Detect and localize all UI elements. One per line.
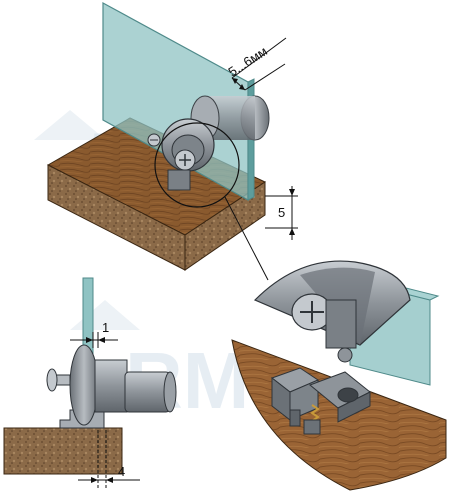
hinge-clamp bbox=[147, 118, 215, 191]
leader-line bbox=[224, 196, 269, 281]
side-hinge-body bbox=[94, 359, 128, 413]
dim-gap-top-label: 1 bbox=[102, 320, 109, 335]
side-chipboard bbox=[3, 427, 123, 475]
dim-edge-height-label: 5 bbox=[278, 205, 285, 220]
mount-block bbox=[167, 169, 191, 191]
dim-glass-thickness: 5...6мм bbox=[225, 37, 287, 91]
dim-edge-height: 5 bbox=[265, 186, 298, 240]
hinge-body bbox=[190, 95, 270, 141]
dim-gap-top: 1 bbox=[70, 320, 118, 348]
side-screw-icon bbox=[46, 368, 71, 392]
zoomed-detail-view bbox=[231, 260, 447, 491]
dim-offset-bottom: 4 bbox=[78, 430, 140, 488]
detail-circle bbox=[154, 122, 240, 208]
top-isometric-view: 5...6мм 5 bbox=[46, 1, 298, 281]
shelf-side-face bbox=[184, 181, 266, 271]
dim-glass-thickness-label: 5...6мм bbox=[225, 43, 269, 79]
side-hinge-cylinder bbox=[124, 371, 171, 413]
dim-offset-bottom-label: 4 bbox=[118, 464, 125, 479]
side-section-view: 1 4 bbox=[3, 277, 177, 488]
small-screw-icon bbox=[147, 133, 161, 147]
screw-head-icon bbox=[174, 149, 196, 171]
detail-mount-block bbox=[270, 367, 371, 435]
